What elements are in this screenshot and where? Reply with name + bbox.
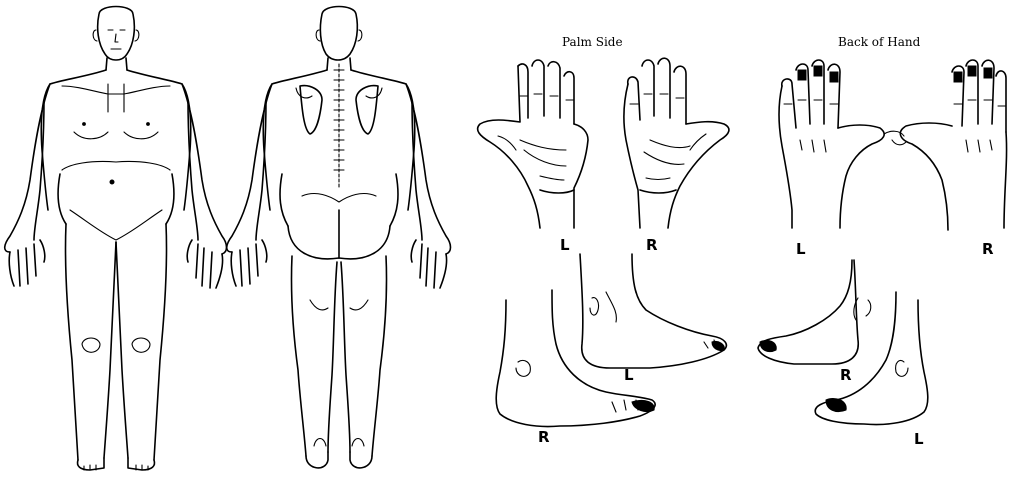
foot-inner-left-label: L: [624, 366, 634, 384]
palm-side-caption: Palm Side: [562, 35, 623, 49]
foot-outer-right-label: R: [538, 428, 550, 446]
foot-inner-right: [758, 260, 871, 364]
back-right-hand: [884, 60, 1007, 230]
foot-inner-left: [580, 254, 726, 368]
back-left-hand: [779, 60, 884, 228]
front-body-figure: [5, 7, 227, 471]
palm-right-hand: [624, 58, 729, 228]
palm-right-label: R: [646, 236, 658, 254]
foot-outer-left-label: L: [914, 430, 924, 448]
foot-outer-left: [815, 292, 928, 425]
back-body-figure: [227, 7, 451, 468]
palm-left-hand: [478, 60, 588, 228]
palm-left-label: L: [560, 236, 570, 254]
foot-inner-right-label: R: [840, 366, 852, 384]
back-left-label: L: [796, 240, 806, 258]
foot-outer-right: [496, 290, 655, 427]
back-of-hand-caption: Back of Hand: [838, 35, 921, 49]
back-right-label: R: [982, 240, 994, 258]
